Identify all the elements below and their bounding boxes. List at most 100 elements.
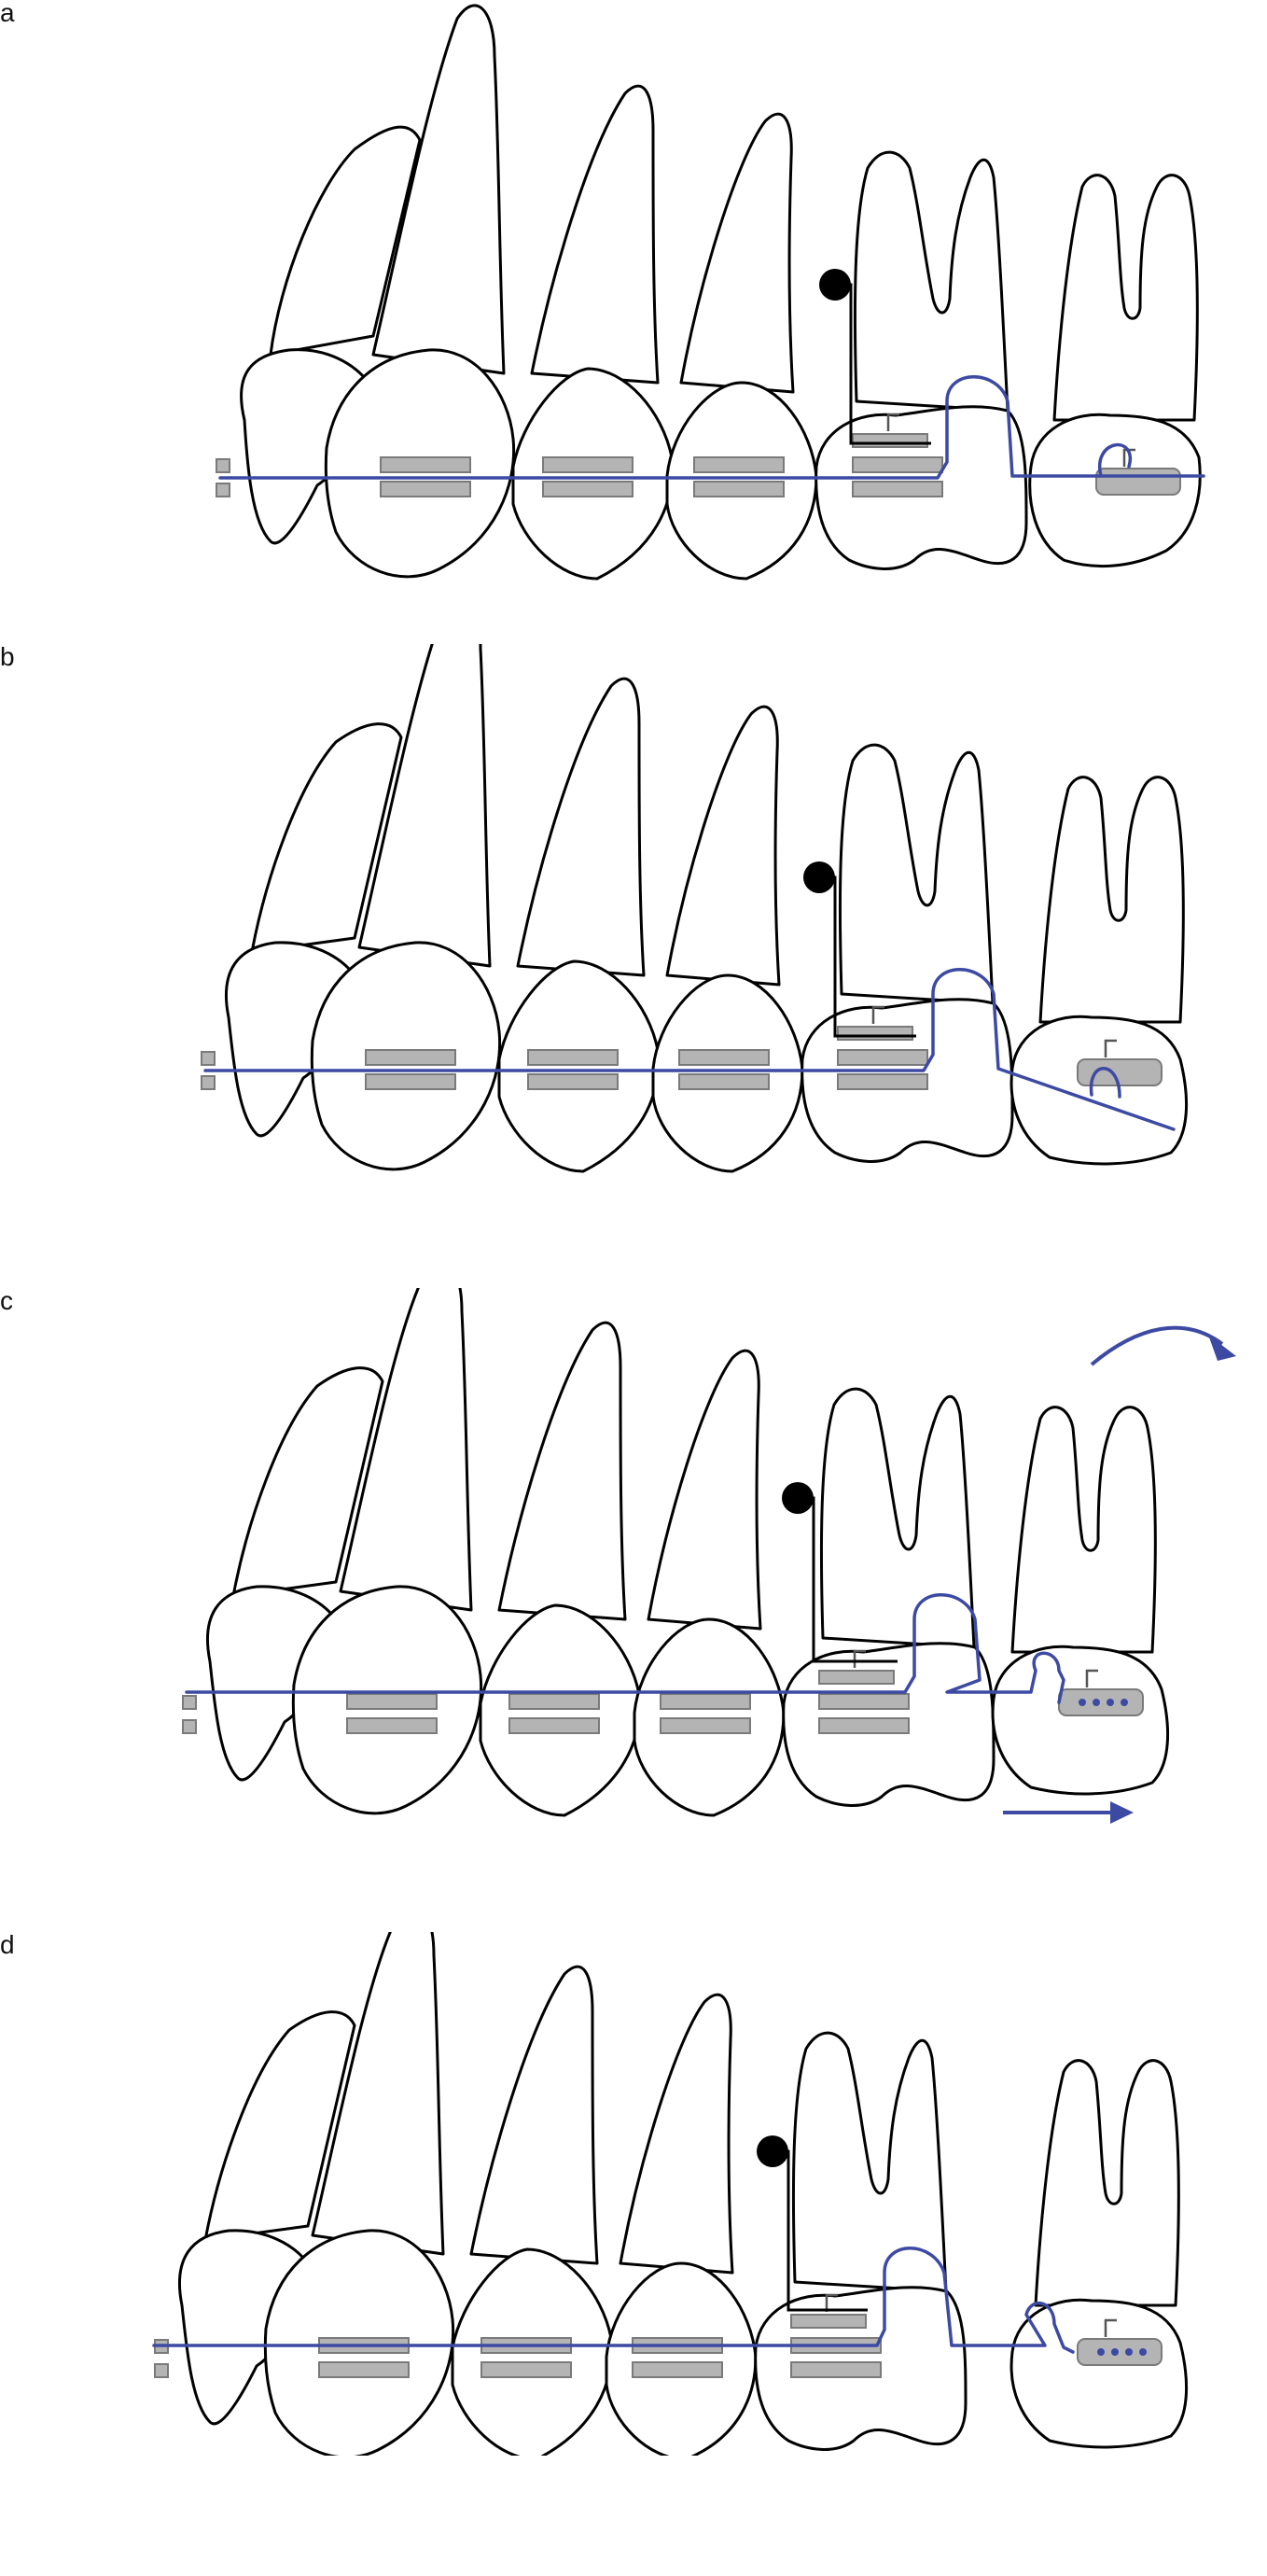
hook-icon [1104, 1039, 1117, 1057]
archwire [218, 375, 1205, 480]
diagram-panel-a [216, 4, 1205, 581]
bracket [380, 456, 471, 473]
lever-arm [835, 283, 931, 445]
bracket [542, 481, 634, 497]
lever-arm [773, 2149, 868, 2312]
molar-2-crown [991, 1645, 1169, 1796]
tooth-canine-root [231, 1366, 384, 1598]
bracket [508, 1717, 600, 1734]
bracket [837, 1049, 928, 1066]
bracket [678, 1073, 770, 1090]
lever-arm [798, 1496, 898, 1663]
hook-icon [825, 2293, 838, 2312]
bracket [542, 456, 634, 473]
bracket [837, 1073, 928, 1090]
tube-dot [1093, 1699, 1100, 1706]
tooth-2-crown [511, 367, 675, 581]
bracket [818, 1670, 895, 1685]
bracket-partial [216, 458, 230, 473]
bracket [365, 1073, 456, 1090]
tooth-2-crown [479, 1603, 642, 1817]
archwire [185, 1593, 1065, 1704]
molar-1-root [853, 150, 1009, 413]
hook-icon [1122, 448, 1135, 467]
tube-dot [1097, 2348, 1105, 2356]
panel-label-c: c [0, 1286, 13, 1315]
bracket [837, 1026, 913, 1041]
tooth-3-root [619, 1993, 734, 2275]
molar-2-root [1034, 2059, 1180, 2307]
molar-2-root [1038, 776, 1185, 1024]
tooth-3-root [647, 1349, 762, 1631]
hook-icon [871, 1005, 884, 1024]
tube-dot [1107, 1699, 1114, 1706]
bracket [660, 1717, 751, 1734]
bracket [380, 481, 471, 497]
tube-dot [1121, 1699, 1128, 1706]
bracket-partial [182, 1719, 197, 1734]
tooth-3-crown [605, 2261, 758, 2456]
panel-label-d: d [0, 1930, 15, 1959]
tooth-2-root [530, 84, 660, 385]
bracket [818, 1693, 910, 1710]
tooth-2-root [469, 1965, 599, 2265]
hook-icon [886, 413, 899, 431]
panel-d: d [0, 1932, 1267, 2576]
tooth-1-root [339, 1288, 473, 1612]
panel-a: a [0, 0, 1267, 644]
tooth-2-root [516, 677, 646, 977]
tooth-1-root [311, 1932, 445, 2256]
tube-dot [1125, 2348, 1133, 2356]
bracket-partial [154, 2363, 169, 2378]
bracket [852, 433, 928, 448]
tube-dot [1111, 2348, 1119, 2356]
bracket [678, 1049, 770, 1066]
bracket [852, 481, 943, 497]
molar-2-root [1010, 1406, 1157, 1654]
bracket-partial [201, 1051, 216, 1066]
bracket [818, 1717, 910, 1734]
molar-2-crown [1009, 2298, 1188, 2449]
bracket [632, 2361, 723, 2378]
panel-label-b: b [0, 642, 15, 671]
bracket [508, 1693, 600, 1710]
bracket [346, 1693, 438, 1710]
bracket [790, 2361, 882, 2378]
tube-dot [1079, 1699, 1086, 1706]
bracket [790, 2314, 867, 2329]
tooth-1-root [357, 644, 492, 968]
tooth-1-root [371, 4, 506, 375]
panel-b: b [0, 644, 1267, 1288]
diagram-panel-b [201, 644, 1188, 1173]
molar-1-root [838, 743, 995, 1005]
wire-loop [1097, 442, 1133, 478]
bracket [346, 1717, 438, 1734]
molar-2-root [1052, 174, 1199, 422]
hook-icon [1104, 2318, 1117, 2337]
molar-1-root [819, 1387, 976, 1649]
diagram-panel-d [152, 1932, 1188, 2456]
bracket [480, 2361, 572, 2378]
diagram-panel-c [182, 1288, 1236, 1824]
bracket [660, 1693, 751, 1710]
arrowhead-icon [1110, 1801, 1134, 1824]
molar-tube [1058, 1688, 1144, 1716]
panel-c: c [0, 1288, 1267, 1932]
molar-1-root [791, 2031, 948, 2293]
bracket [693, 481, 785, 497]
bracket [365, 1049, 456, 1066]
tube-dot [1139, 2348, 1147, 2356]
bracket [527, 1049, 619, 1066]
archwire [203, 968, 1176, 1131]
panel-label-a: a [0, 0, 15, 27]
tooth-3-root [679, 112, 795, 394]
bracket [693, 456, 785, 473]
molar-tube [1095, 468, 1181, 496]
bracket [318, 2361, 410, 2378]
tooth-canine-root [250, 722, 403, 954]
bracket-partial [201, 1075, 216, 1090]
bracket-partial [182, 1695, 197, 1710]
arrowhead-icon [1208, 1335, 1236, 1361]
hook-icon [1085, 1669, 1098, 1687]
tooth-canine-root [269, 125, 422, 357]
